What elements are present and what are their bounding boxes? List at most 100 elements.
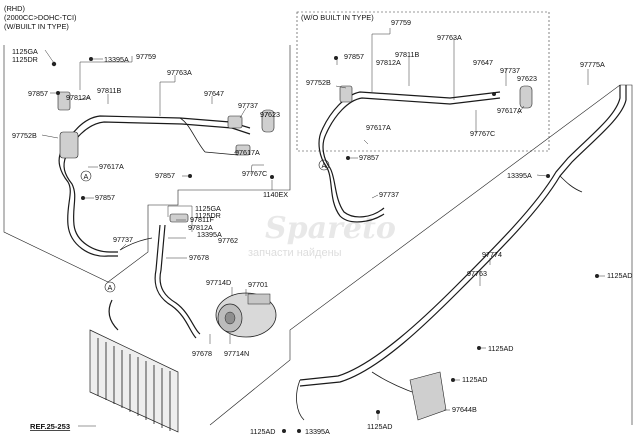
label-97714n: 97714N	[224, 349, 249, 358]
fitting-97811f	[169, 213, 189, 223]
bolt-1125ad-e	[282, 429, 286, 433]
bolt-13395a-d	[297, 429, 301, 433]
label-97774: 97774	[482, 250, 502, 259]
expansion-block-parts	[51, 57, 275, 200]
label-97617a: 97617A	[99, 162, 124, 171]
label-1125ad-c: 1125AD	[462, 375, 487, 384]
label-1125ad-d: 1125AD	[367, 422, 392, 431]
inset-fitting-97811b	[339, 85, 353, 103]
label-97752b: 97752B	[12, 131, 37, 140]
inset-label-97812a: 97812A	[376, 58, 401, 67]
label-1125ad-e: 1125AD	[250, 427, 275, 436]
label-97812a: 97812A	[66, 93, 91, 102]
label-97857: 97857	[28, 89, 48, 98]
label-13395a-b: 13395A	[507, 171, 532, 180]
inset-label-97647: 97647	[473, 58, 493, 67]
label-97737-d: 97737	[113, 235, 133, 244]
label-13395a: 13395A	[104, 55, 129, 64]
inset-label-97623: 97623	[517, 74, 537, 83]
header-line-1: (RHD)	[4, 4, 25, 13]
label-97767c: 97767C	[242, 169, 267, 178]
label-97762: 97762	[218, 236, 238, 245]
label-97737: 97737	[238, 101, 258, 110]
fitting-97752b	[59, 131, 79, 159]
label-97623: 97623	[260, 110, 280, 119]
liquid-tube-assembly	[119, 213, 201, 339]
svg-text:A: A	[322, 161, 327, 170]
condenser	[89, 299, 179, 433]
label-97644b: 97644B	[452, 405, 477, 414]
fitting-97647	[227, 115, 243, 129]
label-97812a-c: 97812A	[188, 223, 213, 232]
label-1125ad-b: 1125AD	[488, 344, 513, 353]
label-1125dr: 1125DR	[12, 55, 38, 64]
circle-a-marker-2: A	[104, 281, 116, 293]
label-97763a: 97763A	[167, 68, 192, 77]
inset-nut-97857	[334, 56, 338, 60]
label-97857-b: 97857	[95, 193, 115, 202]
label-97737-c: 97737	[379, 190, 399, 199]
label-97701: 97701	[248, 280, 268, 289]
nut-97857-c	[188, 174, 192, 178]
inset-label-97737: 97737	[500, 66, 520, 75]
label-1125ad-a: 1125AD	[607, 271, 632, 280]
label-1125ga: 1125GA	[12, 47, 38, 56]
inset-label-97752b: 97752B	[306, 78, 331, 87]
header-line-2: (2000CC>DOHC-TCI)	[4, 13, 76, 22]
inset-title: (W/O BUILT IN TYPE)	[301, 13, 374, 22]
compressor-97701	[215, 292, 277, 338]
label-97775a: 97775A	[580, 60, 605, 69]
watermark: Spareto запчасти найдены	[248, 211, 396, 259]
label-97678-b: 97678	[192, 349, 212, 358]
main-assembly-frame	[3, 45, 291, 283]
bolt-1125ad-c	[451, 378, 455, 382]
inset-label-97857-b: 97857	[359, 153, 379, 162]
bolt-1125ad-b	[477, 346, 481, 350]
label-13395a-c: 13395A	[197, 230, 222, 239]
label-97811b: 97811B	[97, 86, 121, 95]
label-13395a-d: 13395A	[305, 427, 330, 436]
inset-label-97767c: 97767C	[470, 129, 495, 138]
inset-sensor-97623	[519, 85, 533, 109]
ref-link[interactable]: REF.25-253	[30, 422, 70, 431]
inset-label-97759: 97759	[391, 18, 411, 27]
label-97857-c: 97857	[155, 171, 175, 180]
bolt-13395a-b	[546, 174, 550, 178]
svg-text:A: A	[84, 172, 89, 181]
label-1125ga-b: 1125GA	[195, 204, 221, 213]
right-assembly-frame	[209, 84, 633, 426]
label-97617a-b: 97617A	[235, 148, 260, 157]
watermark-text: Spareto	[265, 211, 396, 246]
nut-97857-b	[81, 196, 85, 200]
inset-label-97617a: 97617A	[366, 123, 391, 132]
inset-label-97857: 97857	[344, 52, 364, 61]
inset-label-97763a: 97763A	[437, 33, 462, 42]
bolt-1125ad-a	[595, 274, 599, 278]
label-97759: 97759	[136, 52, 156, 61]
label-97763: 97763	[467, 269, 487, 278]
inset-hose-assembly	[318, 56, 533, 223]
sensor-97623	[261, 109, 275, 133]
leader-lines	[41, 28, 605, 427]
bolt-1140ex	[270, 175, 274, 179]
inset-frame	[296, 11, 550, 152]
label-97647: 97647	[204, 89, 224, 98]
label-1125dr-b: 1125DR	[195, 211, 221, 220]
label-97811f: 97811F	[190, 215, 214, 224]
inset-label-97811b: 97811B	[395, 50, 419, 59]
suction-line-assembly	[282, 85, 627, 433]
inset-fitting-97647	[492, 92, 496, 96]
circle-a-marker-1: A	[80, 170, 92, 182]
inset-nut-97857-b	[346, 156, 350, 160]
bracket-97644b	[409, 371, 447, 421]
bolt-1125ad-d	[376, 410, 380, 414]
label-97714d: 97714D	[206, 278, 231, 287]
bolt-1125ga	[51, 61, 57, 67]
fitting-97767c	[235, 144, 251, 156]
header-line-3: (W/BUILT IN TYPE)	[4, 22, 69, 31]
watermark-subtext: запчасти найдены	[248, 247, 342, 259]
label-97678-a: 97678	[189, 253, 209, 262]
inset-label-97617a-b: 97617A	[497, 106, 522, 115]
svg-text:A: A	[108, 283, 113, 292]
